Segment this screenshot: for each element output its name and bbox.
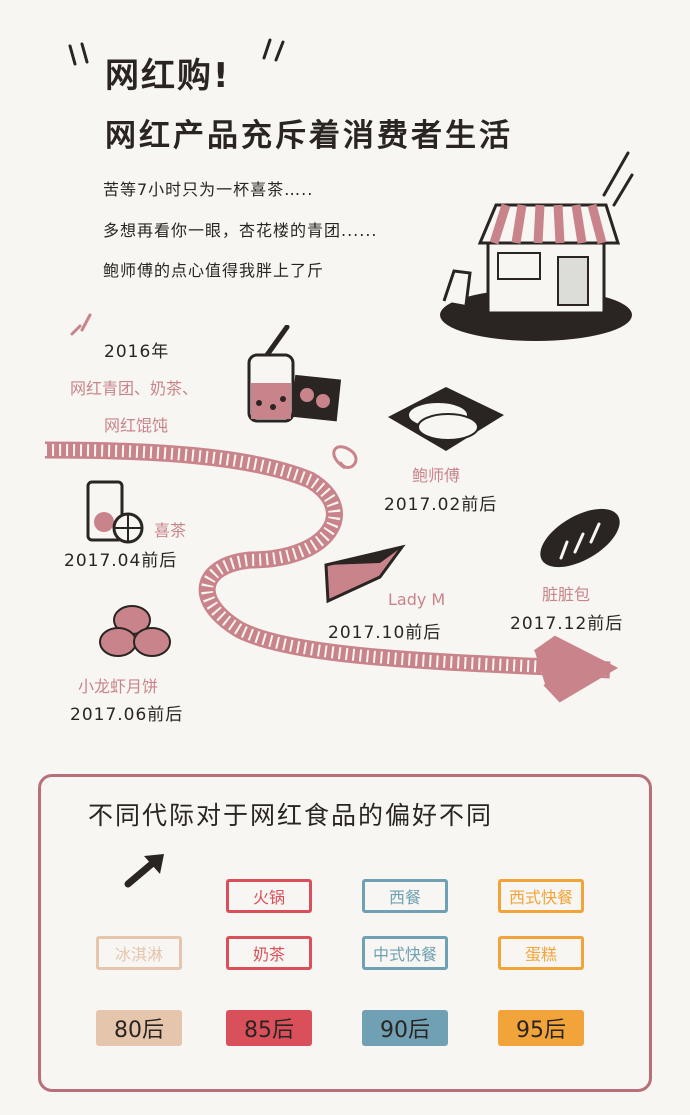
panel-title: 不同代际对于网红食品的偏好不同 bbox=[88, 801, 494, 830]
timeline-lobster-name: 小龙虾月饼 bbox=[78, 677, 159, 696]
quote-mark-icon bbox=[62, 42, 96, 82]
gen-80-label: 80后 bbox=[96, 1010, 182, 1046]
intro-line-1: 苦等7小时只为一杯喜茶….. bbox=[103, 180, 314, 199]
cake-slice-icon bbox=[320, 543, 410, 611]
timeline-2016-items-1: 网红青团、奶茶、 bbox=[70, 379, 199, 398]
tag-ice-cream: 冰淇淋 bbox=[96, 936, 182, 970]
gen-85-label: 85后 bbox=[226, 1010, 312, 1046]
generation-panel bbox=[38, 774, 652, 1092]
tag-western-fast-food: 西式快餐 bbox=[498, 879, 584, 913]
timeline-bao-date: 2017.02前后 bbox=[384, 495, 498, 515]
timeline-ladym-date: 2017.10前后 bbox=[328, 623, 442, 643]
gen-95-label: 95后 bbox=[498, 1010, 584, 1046]
quote-mark-icon bbox=[256, 36, 296, 76]
timeline-road bbox=[44, 313, 619, 703]
timeline-dirty-date: 2017.12前后 bbox=[510, 614, 624, 634]
timeline-2016-items-2: 网红馄饨 bbox=[104, 416, 169, 435]
timeline-lobster-date: 2017.06前后 bbox=[70, 705, 184, 725]
page-subtitle: 网红产品充斥着消费者生活 bbox=[105, 118, 513, 154]
gen-90-label: 90后 bbox=[362, 1010, 448, 1046]
timeline-xicha-date: 2017.04前后 bbox=[64, 551, 178, 571]
milk-tea-icon bbox=[245, 324, 345, 434]
dirty-bread-icon bbox=[533, 500, 628, 584]
tag-milk-tea: 奶茶 bbox=[226, 936, 312, 970]
tag-western-food: 西餐 bbox=[362, 879, 448, 913]
tag-hotpot: 火锅 bbox=[226, 879, 312, 913]
timeline-ladym-name: Lady M bbox=[388, 590, 446, 609]
tag-cake: 蛋糕 bbox=[498, 936, 584, 970]
timeline-xicha-name: 喜茶 bbox=[154, 521, 187, 540]
xicha-cup-icon bbox=[82, 478, 152, 552]
arrow-up-right-icon bbox=[122, 850, 170, 894]
page-title: 网红购! bbox=[105, 56, 231, 96]
timeline-bao-name: 鲍师傅 bbox=[412, 466, 461, 485]
timeline-dirty-name: 脏脏包 bbox=[542, 585, 591, 604]
intro-line-2: 多想再看你一眼，杏花楼的青团...... bbox=[103, 221, 378, 240]
mooncake-icon bbox=[98, 598, 178, 668]
intro-line-3: 鲍师傅的点心值得我胖上了斤 bbox=[103, 261, 325, 280]
shop-icon bbox=[436, 145, 636, 349]
timeline-2016-year: 2016年 bbox=[104, 342, 170, 362]
bao-pastry-icon bbox=[386, 385, 506, 459]
tag-chinese-fast-food: 中式快餐 bbox=[362, 936, 448, 970]
